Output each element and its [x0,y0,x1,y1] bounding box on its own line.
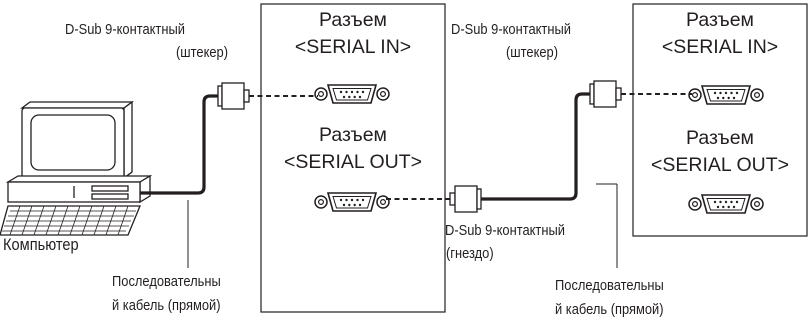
connector-label-bottom: D-Sub 9-контактный [445,222,565,239]
plug-left [217,82,250,110]
serial-in-title-left: Разъем [319,9,387,31]
plug-mid [449,185,482,213]
serial-out-title-left: Разъем [319,124,387,146]
serial-out-port-label-right: <SERIAL OUT> [651,154,789,176]
serial-in-title-right: Разъем [686,9,754,31]
computer-icon [0,100,153,236]
serial-in-port-label-left: <SERIAL IN> [294,36,412,58]
cable-label-left: Последовательны [112,273,221,290]
cable-label-left-2: й кабель (прямой) [112,297,221,314]
serial-in-port-label-right: <SERIAL IN> [661,36,779,58]
serial-cable-right [481,92,590,201]
projector-left-box [260,3,446,313]
computer-label: Компьютер [3,235,79,254]
serial-cable-left [140,94,218,195]
serial-out-title-right: Разъем [686,127,754,149]
connector-label-bottom-sub: (гнездо) [446,245,494,262]
cable-label-right-2: й кабель (прямой) [555,301,664,318]
cable-label-right: Последовательны [555,277,664,294]
connector-label-top-mid: D-Sub 9-контактный [451,21,571,38]
connector-label-top-left: D-Sub 9-контактный [65,21,185,38]
plug-right [589,80,622,108]
serial-out-port-label-left: <SERIAL OUT> [284,151,422,173]
leader-lines [187,183,618,268]
connector-label-top-left-sub: (штекер) [176,44,229,61]
connector-label-top-mid-sub: (штекер) [506,44,559,61]
